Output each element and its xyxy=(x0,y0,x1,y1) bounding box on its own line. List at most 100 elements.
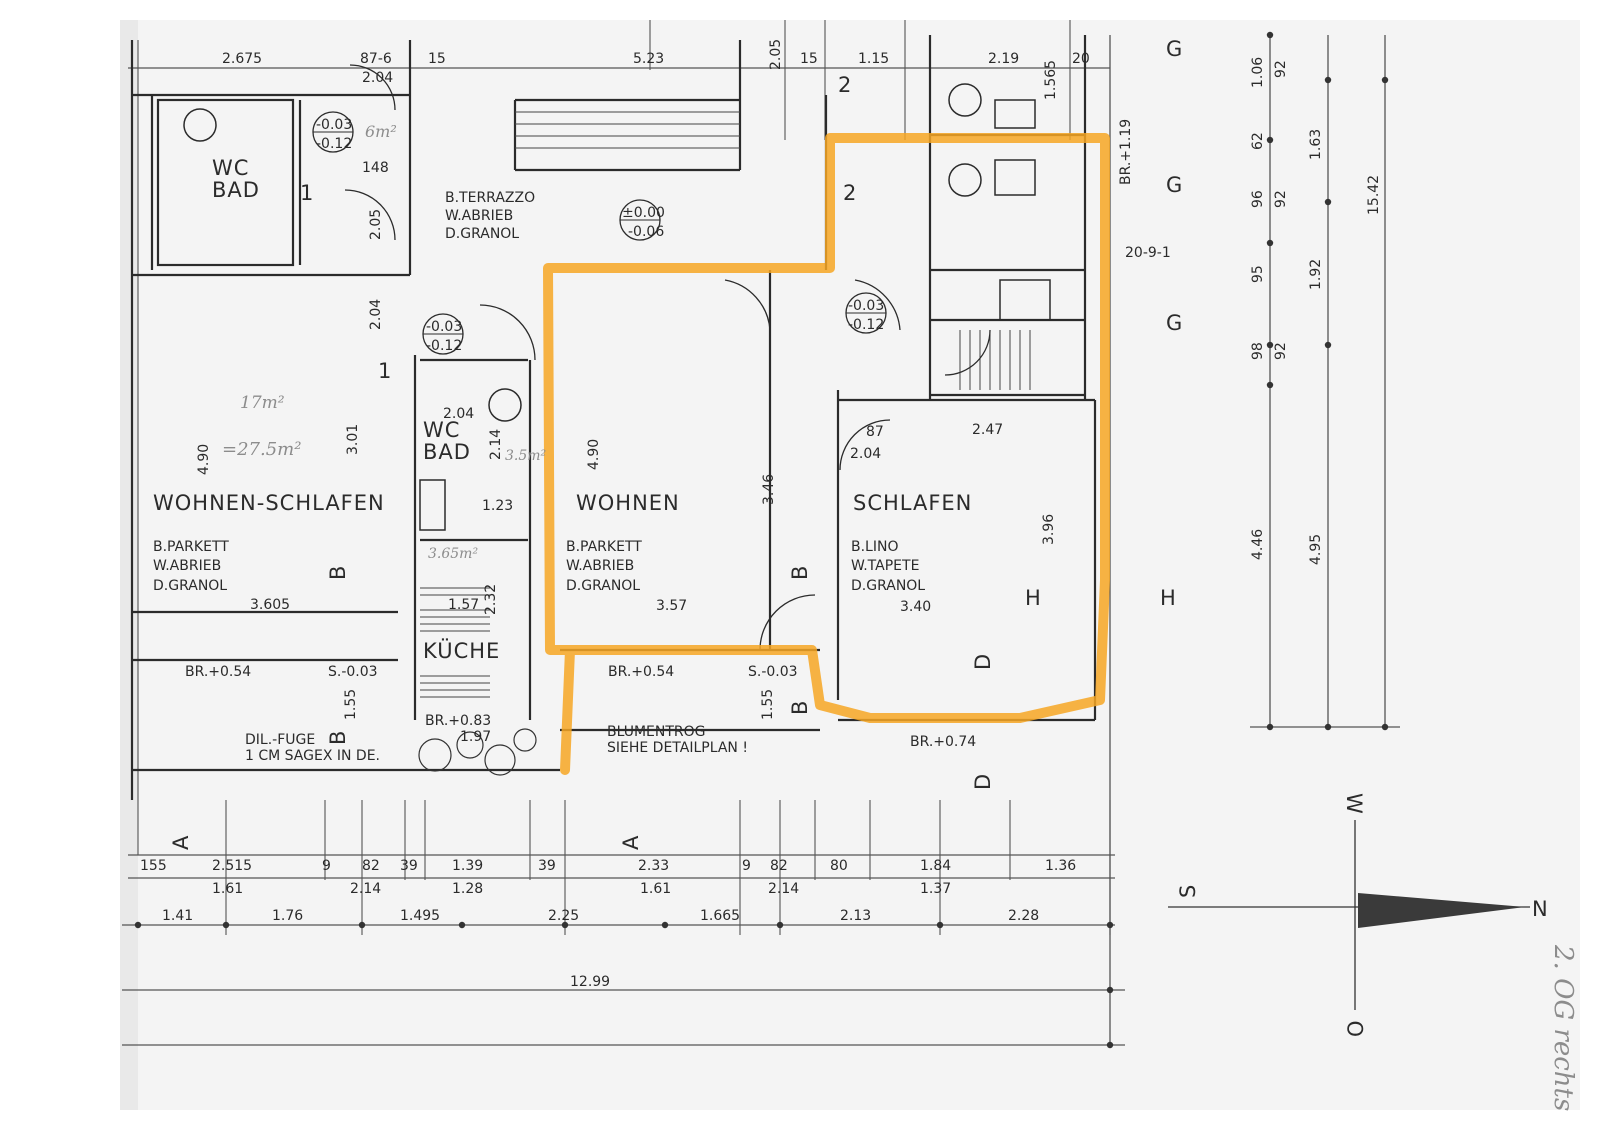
dim-door-b: 87 xyxy=(866,424,884,440)
g-marker-3: G xyxy=(1166,311,1183,335)
terrazzo-ceiling: D.GRANOL xyxy=(445,226,519,242)
dim-right2: 4.95 xyxy=(1308,534,1324,565)
note-s-003-left: S.-0.03 xyxy=(328,664,378,680)
dim-row1: 82 xyxy=(362,858,380,874)
compass-s: S xyxy=(1176,884,1200,898)
dim-row3: 1.495 xyxy=(400,908,440,924)
dim-ws-h: 4.90 xyxy=(196,444,212,475)
dim-row1: 9 xyxy=(742,858,751,874)
g-marker-2: G xyxy=(1166,173,1183,197)
dim-row1: 1.36 xyxy=(1045,858,1076,874)
room-wall-wohnen-schlafen: W.ABRIEB xyxy=(153,558,221,574)
dim-right1: 92 xyxy=(1273,190,1289,208)
stair-number-2a: 2 xyxy=(838,73,852,97)
room-wall-wohnen: W.ABRIEB xyxy=(566,558,634,574)
section-h-right: H xyxy=(1160,586,1177,610)
dim-row2: 2.14 xyxy=(768,881,799,897)
dim-top: 2.04 xyxy=(362,70,393,86)
stair-number-2b: 2 xyxy=(843,181,857,205)
dim-top: 1.565 xyxy=(1043,60,1059,100)
dim-misc: 1.97 xyxy=(460,729,491,745)
handwritten-side-note: 2. OG rechts xyxy=(1548,944,1578,1111)
note-dil-fuge-1: DIL.-FUGE xyxy=(245,732,315,748)
dim-misc: 2.04 xyxy=(368,299,384,330)
section-d-bottom: D xyxy=(971,773,995,790)
dim-kueche-w: 1.57 xyxy=(448,597,479,613)
dim-top: 1.15 xyxy=(858,51,889,67)
dim-row1: 1.39 xyxy=(452,858,483,874)
room-wall-schlafen: W.TAPETE xyxy=(851,558,919,574)
dim-row3: 1.76 xyxy=(272,908,303,924)
dim-row1: 2.515 xyxy=(212,858,252,874)
dim-right1: 95 xyxy=(1250,265,1266,283)
level-marker-c: -0.03 -0.12 xyxy=(845,292,887,334)
scan-shadow-left xyxy=(120,20,138,1110)
dim-top: 15 xyxy=(800,51,818,67)
note-code-2091: 20-9-1 xyxy=(1125,245,1171,261)
compass-rose: N S W O xyxy=(1168,793,1548,1037)
dim-top: 87-6 xyxy=(360,51,392,67)
level-000-top: ±0.00 xyxy=(622,205,665,221)
dim-top: 2.675 xyxy=(222,51,262,67)
apartment-highlight xyxy=(543,133,1110,775)
note-dil-fuge-2: 1 CM SAGEX IN DE. xyxy=(245,748,380,764)
room-title-bad-mid: BAD xyxy=(423,440,471,464)
dimension-dots xyxy=(134,31,1389,1049)
dim-misc: 2.32 xyxy=(483,584,499,615)
note-blumentrog-1: BLUMENTROG xyxy=(607,724,706,740)
dim-top: 15 xyxy=(428,51,446,67)
dim-misc: 2.05 xyxy=(368,209,384,240)
dim-wohnen-w: 3.57 xyxy=(656,598,687,614)
dim-top: 5.23 xyxy=(633,51,664,67)
handwritten-area-2: 17m² xyxy=(240,393,285,413)
note-br-119: BR.+1.19 xyxy=(1118,119,1134,185)
dim-row1: 80 xyxy=(830,858,848,874)
note-s-003-mid: S.-0.03 xyxy=(748,664,798,680)
section-a-bottom-left: A xyxy=(169,835,193,850)
note-br-054-left: BR.+0.54 xyxy=(185,664,251,680)
terrazzo-floor: B.TERRAZZO xyxy=(445,190,535,206)
section-b-left: B xyxy=(326,565,350,580)
north-arrow-icon xyxy=(1358,893,1525,928)
dim-top: 20 xyxy=(1072,51,1090,67)
dim-row3: 2.13 xyxy=(840,908,871,924)
handwritten-area-5: 3.65m² xyxy=(428,546,478,562)
section-h-left: H xyxy=(1025,586,1042,610)
note-blumentrog-2: SIEHE DETAILPLAN ! xyxy=(607,740,748,756)
dim-misc: 1.55 xyxy=(343,689,359,720)
dim-row1: 82 xyxy=(770,858,788,874)
dim-wc2-b: 2.14 xyxy=(488,429,504,460)
note-br-054-mid: BR.+0.54 xyxy=(608,664,674,680)
walls xyxy=(130,35,1097,800)
level-c-bottom: -0.12 xyxy=(848,317,884,333)
dimension-ticks xyxy=(137,20,1111,935)
level-marker-a: -0.03 -0.12 xyxy=(312,111,354,153)
dimension-labels-right: 1.06 92 62 96 92 95 98 92 4.46 1.63 1.92… xyxy=(1250,57,1382,565)
level-a-top: -0.03 xyxy=(316,117,352,133)
room-ceiling-schlafen: D.GRANOL xyxy=(851,578,925,594)
dim-top: 2.05 xyxy=(768,39,784,70)
dim-row2: 2.14 xyxy=(350,881,381,897)
room-floor-wohnen: B.PARKETT xyxy=(566,539,642,555)
dim-ws-h2: 3.01 xyxy=(345,424,361,455)
dim-ws-w: 3.605 xyxy=(250,597,290,613)
dim-row1: 9 xyxy=(322,858,331,874)
level-marker-000: ±0.00 -0.06 xyxy=(619,199,665,241)
tile-hatching xyxy=(420,111,1031,698)
dim-top: 2.19 xyxy=(988,51,1019,67)
dim-row2: 1.28 xyxy=(452,881,483,897)
dim-right3: 15.42 xyxy=(1366,175,1382,215)
note-br-074: BR.+0.74 xyxy=(910,734,976,750)
door-swings xyxy=(344,64,991,651)
handwritten-area-4: 3.5m² xyxy=(505,448,547,464)
room-title-wc-mid: WC xyxy=(423,418,460,442)
stair-number-1a: 1 xyxy=(300,181,314,205)
level-a-bottom: -0.12 xyxy=(316,136,352,152)
room-ceiling-wohnen: D.GRANOL xyxy=(566,578,640,594)
handwritten-area-3: =27.5m² xyxy=(222,439,301,460)
dim-door-a: 2.04 xyxy=(850,446,881,462)
room-floor-schlafen: B.LINO xyxy=(851,539,898,555)
dimension-labels-bottom: 155 2.515 9 82 39 1.39 39 2.33 9 82 80 1… xyxy=(140,858,1076,990)
dim-schlafen-w: 3.40 xyxy=(900,599,931,615)
section-b-left-lower: B xyxy=(326,730,350,745)
